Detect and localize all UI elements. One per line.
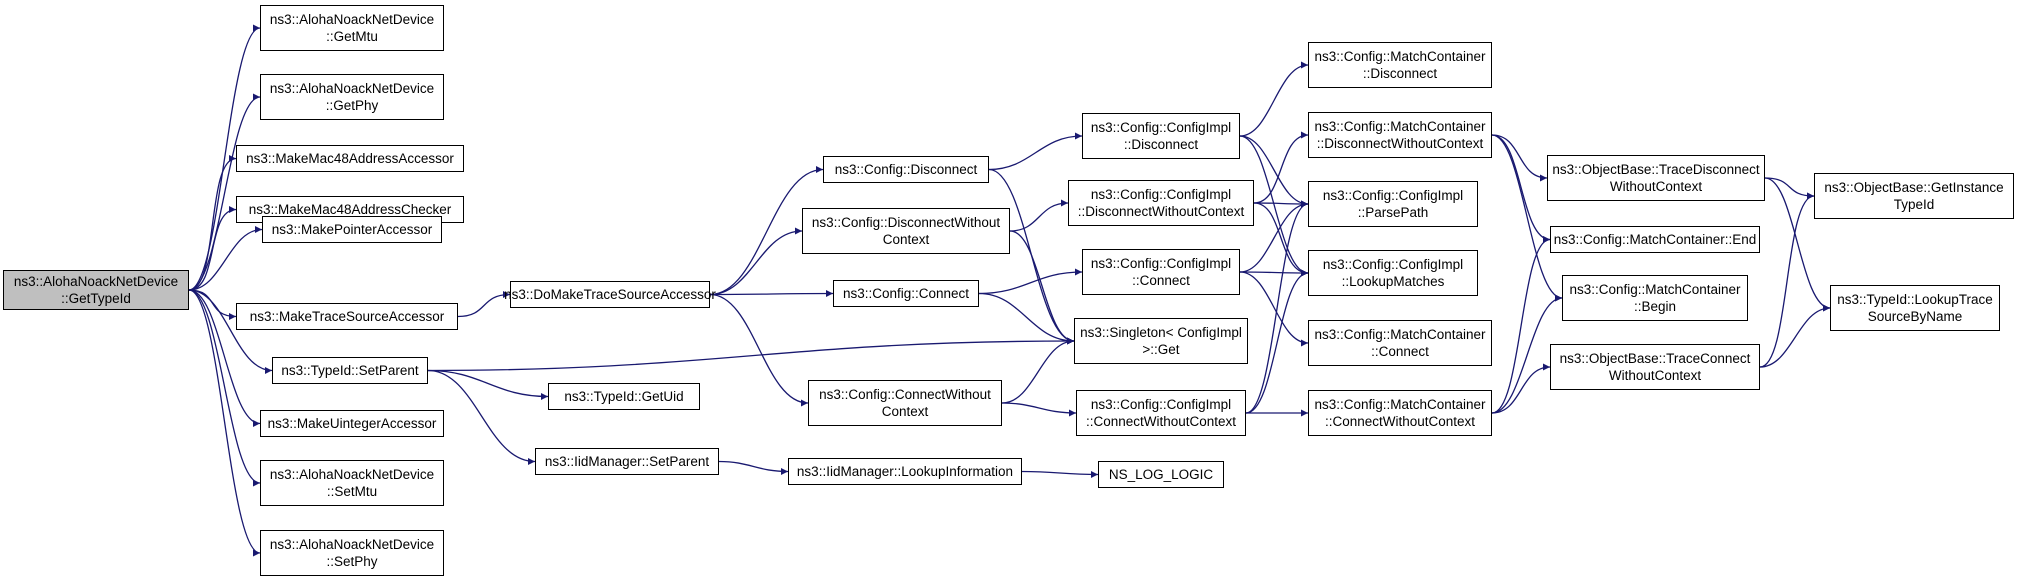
edge-n20-to-n26 (1253, 131, 1309, 204)
edge-n0-to-n4 (188, 206, 237, 291)
edge-n15-to-n20 (1009, 199, 1069, 232)
node-ns-log-logic[interactable]: NS_LOG_LOGIC (1098, 461, 1224, 488)
edge-n19-to-n28 (1239, 135, 1309, 277)
node-make-uinteger-accessor[interactable]: ns3::MakeUintegerAccessor (260, 410, 444, 437)
edge-n0-to-n3 (188, 155, 237, 291)
edge-n0-to-n10 (188, 289, 261, 557)
node-aloha-noack-net-device-set-mtu[interactable]: ns3::AlohaNoackNetDevice ::SetMtu (260, 460, 444, 506)
node-match-container-disconnect-without-context[interactable]: ns3::Config::MatchContainer ::Disconnect… (1308, 112, 1492, 158)
edge-n34-to-n36 (1759, 304, 1831, 368)
edge-n0-to-n7 (188, 289, 273, 374)
node-iid-manager-lookup-information[interactable]: ns3::IidManager::LookupInformation (788, 458, 1022, 485)
edge-n13-to-n18 (718, 460, 789, 475)
node-aloha-noack-net-device-get-phy[interactable]: ns3::AlohaNoackNetDevice ::GetPhy (260, 74, 444, 120)
edge-n16-to-n22 (978, 292, 1075, 345)
node-type-id-set-parent[interactable]: ns3::TypeId::SetParent (272, 357, 428, 384)
edge-n26-to-n32 (1491, 134, 1551, 243)
edge-n26-to-n33 (1491, 134, 1563, 302)
node-make-mac48-address-accessor[interactable]: ns3::MakeMac48AddressAccessor (236, 145, 464, 172)
edge-n16-to-n21 (978, 268, 1083, 295)
node-type-id-get-uid[interactable]: ns3::TypeId::GetUid (548, 383, 700, 410)
node-config-impl-connect-without-context[interactable]: ns3::Config::ConfigImpl ::ConnectWithout… (1076, 390, 1246, 436)
edge-n0-to-n9 (188, 289, 261, 487)
edge-n15-to-n22 (1009, 230, 1075, 345)
edge-n0-to-n5 (188, 226, 263, 291)
edge-n17-to-n23 (1001, 402, 1077, 417)
edge-n18-to-n24 (1021, 470, 1099, 478)
edge-n14-to-n19 (988, 132, 1083, 171)
edge-n7-to-n12 (427, 369, 549, 400)
edge-n26-to-n31 (1491, 134, 1548, 182)
node-make-pointer-accessor[interactable]: ns3::MakePointerAccessor (262, 216, 442, 243)
node-make-trace-source-accessor[interactable]: ns3::MakeTraceSourceAccessor (236, 303, 458, 330)
edge-n0-to-n1 (188, 24, 261, 291)
edge-n6-to-n11 (457, 291, 511, 318)
node-match-container-begin[interactable]: ns3::Config::MatchContainer ::Begin (1562, 275, 1748, 321)
node-object-base-trace-disconnect-without-context[interactable]: ns3::ObjectBase::TraceDisconnect Without… (1547, 155, 1765, 201)
node-do-make-trace-source-accessor[interactable]: ns3::DoMakeTraceSourceAccessor (504, 281, 716, 308)
edge-n34-to-n35 (1759, 192, 1815, 368)
node-iid-manager-set-parent[interactable]: ns3::IidManager::SetParent (535, 448, 719, 475)
edge-n23-to-n27 (1245, 200, 1309, 414)
node-match-container-connect[interactable]: ns3::Config::MatchContainer ::Connect (1308, 320, 1492, 366)
edge-n31-to-n35 (1764, 177, 1815, 200)
node-config-impl-disconnect-without-context[interactable]: ns3::Config::ConfigImpl ::DisconnectWith… (1068, 180, 1254, 226)
edge-n31-to-n36 (1764, 177, 1831, 312)
node-config-impl-disconnect[interactable]: ns3::Config::ConfigImpl ::Disconnect (1082, 113, 1240, 159)
edge-n30-to-n32 (1491, 236, 1551, 414)
edge-n20-to-n28 (1253, 202, 1309, 277)
node-aloha-noack-net-device-get-mtu[interactable]: ns3::AlohaNoackNetDevice ::GetMtu (260, 5, 444, 51)
edge-n21-to-n28 (1239, 269, 1309, 277)
edge-n30-to-n33 (1491, 294, 1563, 414)
edge-n11-to-n14 (709, 166, 824, 296)
node-config-connect-without-context[interactable]: ns3::Config::ConnectWithout Context (808, 380, 1002, 426)
node-config-impl-connect[interactable]: ns3::Config::ConfigImpl ::Connect (1082, 249, 1240, 295)
node-config-disconnect[interactable]: ns3::Config::Disconnect (823, 156, 989, 183)
edge-n21-to-n27 (1239, 200, 1309, 273)
node-singleton-config-impl-get[interactable]: ns3::Singleton< ConfigImpl >::Get (1074, 318, 1248, 364)
node-aloha-noack-net-device-set-phy[interactable]: ns3::AlohaNoackNetDevice ::SetPhy (260, 530, 444, 576)
edge-n7-to-n13 (427, 369, 536, 465)
edge-n11-to-n16 (709, 290, 834, 298)
node-object-base-get-instance-type-id[interactable]: ns3::ObjectBase::GetInstance TypeId (1814, 173, 2014, 219)
edge-n19-to-n25 (1239, 61, 1309, 137)
edge-n30-to-n34 (1491, 363, 1551, 414)
edge-n7-to-n22 (427, 337, 1075, 372)
node-type-id-lookup-trace-source-by-name[interactable]: ns3::TypeId::LookupTrace SourceByName (1830, 285, 2000, 331)
node-config-connect[interactable]: ns3::Config::Connect (833, 280, 979, 307)
edge-n0-to-n8 (188, 289, 261, 427)
node-match-container-disconnect[interactable]: ns3::Config::MatchContainer ::Disconnect (1308, 42, 1492, 88)
node-match-container-connect-without-context[interactable]: ns3::Config::MatchContainer ::ConnectWit… (1308, 390, 1492, 436)
node-config-impl-parse-path[interactable]: ns3::Config::ConfigImpl ::ParsePath (1308, 181, 1478, 227)
node-match-container-end[interactable]: ns3::Config::MatchContainer::End (1550, 226, 1760, 253)
node-config-impl-lookup-matches[interactable]: ns3::Config::ConfigImpl ::LookupMatches (1308, 250, 1478, 296)
node-aloha-noack-net-device-get-type-id: ns3::AlohaNoackNetDevice ::GetTypeId (3, 270, 189, 310)
edge-n23-to-n28 (1245, 269, 1309, 414)
edge-n11-to-n15 (709, 227, 803, 296)
edge-n17-to-n22 (1001, 337, 1075, 404)
node-config-disconnect-without-context[interactable]: ns3::Config::DisconnectWithout Context (802, 208, 1010, 254)
edge-n19-to-n27 (1239, 135, 1309, 208)
edge-n20-to-n27 (1253, 200, 1309, 208)
node-object-base-trace-connect-without-context[interactable]: ns3::ObjectBase::TraceConnect WithoutCon… (1550, 344, 1760, 390)
edge-n11-to-n17 (709, 293, 809, 407)
edge-n21-to-n29 (1239, 271, 1309, 347)
